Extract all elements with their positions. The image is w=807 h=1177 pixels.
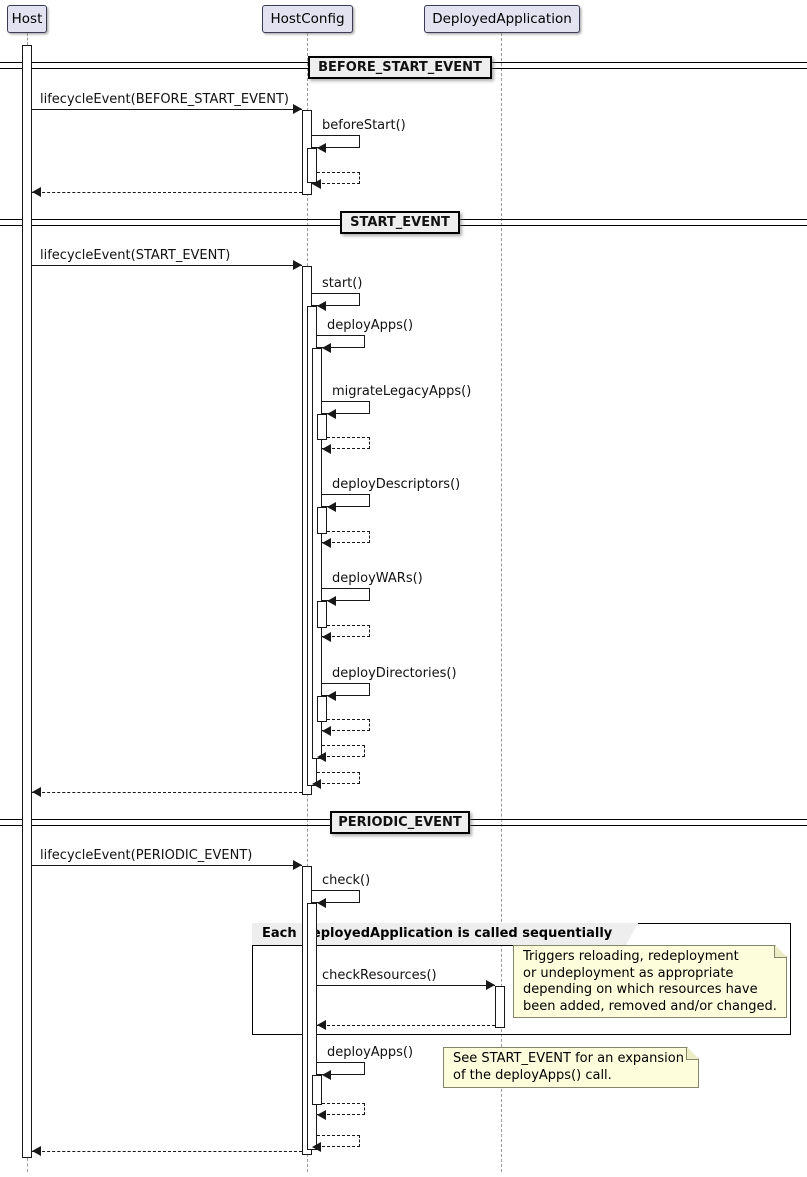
note-check-resources: Triggers reloading, redeployment or unde…	[513, 945, 787, 1018]
self-call-migrate-legacy-apps	[322, 401, 370, 414]
arrowhead	[322, 444, 331, 454]
message-label-check-resources: checkResources()	[322, 968, 437, 983]
arrowhead	[293, 860, 302, 870]
participant-hostconfig: HostConfig	[262, 5, 353, 33]
self-call-deploy-descriptors	[322, 494, 370, 507]
host-activation	[22, 45, 32, 1158]
arrowhead	[327, 691, 336, 701]
self-return-deploy-directories	[322, 719, 370, 731]
host-lifeline-bottom	[27, 1158, 28, 1172]
return-to-host	[32, 192, 302, 193]
arrowhead	[322, 726, 331, 736]
self-call-check	[312, 890, 360, 903]
arrowhead	[32, 787, 41, 797]
self-call-deploy-directories	[322, 683, 370, 696]
group-frame-title-label: Each DeployedApplication is called seque…	[262, 926, 613, 941]
arrowhead	[322, 538, 331, 548]
divider-periodic-event: PERIODIC_EVENT	[330, 811, 470, 834]
arrowhead	[317, 301, 326, 311]
self-call-start	[312, 293, 360, 306]
hostconfig-activation-nested	[307, 903, 317, 1150]
self-return-start	[312, 772, 360, 784]
return-to-host	[32, 1151, 302, 1152]
participant-hostconfig-label: HostConfig	[270, 11, 345, 27]
arrowhead	[486, 980, 495, 990]
deployedapplication-activation	[495, 986, 505, 1028]
arrowhead	[32, 187, 41, 197]
host-lifeline	[27, 33, 28, 45]
message-label-migrate-legacy-apps: migrateLegacyApps()	[332, 384, 472, 399]
self-return-migrate-legacy-apps	[322, 437, 370, 449]
arrowhead	[317, 752, 326, 762]
arrowhead	[32, 1146, 41, 1156]
divider-periodic-event-label: PERIODIC_EVENT	[338, 815, 462, 830]
message-label-deploy-wars: deployWARs()	[332, 571, 423, 586]
message-arrow-lifecycle-periodic	[32, 865, 302, 866]
message-label-lifecycle-start: lifecycleEvent(START_EVENT)	[40, 248, 231, 263]
deployedapplication-lifeline	[501, 33, 502, 1172]
participant-deployedapplication: DeployedApplication	[424, 5, 580, 33]
arrowhead	[312, 779, 321, 789]
arrowhead	[317, 1110, 326, 1120]
hostconfig-activation-nested	[317, 601, 327, 628]
arrowhead	[322, 343, 331, 353]
self-return-deploy-apps-periodic	[317, 1103, 365, 1115]
hostconfig-activation-nested	[312, 1075, 322, 1105]
message-label-deploy-descriptors: deployDescriptors()	[332, 477, 461, 492]
message-label-lifecycle-before-start: lifecycleEvent(BEFORE_START_EVENT)	[40, 92, 289, 107]
arrowhead	[327, 409, 336, 419]
arrowhead	[312, 1142, 321, 1152]
message-arrow-lifecycle-start	[32, 265, 302, 266]
self-return-before-start	[312, 172, 360, 184]
message-label-lifecycle-periodic: lifecycleEvent(PERIODIC_EVENT)	[40, 848, 253, 863]
participant-deployedapplication-label: DeployedApplication	[432, 11, 572, 27]
self-call-before-start	[312, 135, 360, 148]
message-label-deploy-directories: deployDirectories()	[332, 666, 457, 681]
message-label-deploy-apps-periodic: deployApps()	[327, 1045, 414, 1060]
self-return-deploy-descriptors	[322, 531, 370, 543]
arrowhead	[317, 143, 326, 153]
message-arrow-lifecycle-before-start	[32, 109, 302, 110]
arrowhead	[317, 1020, 326, 1030]
divider-before-start-event: BEFORE_START_EVENT	[308, 56, 492, 79]
self-call-deploy-apps	[317, 335, 365, 348]
message-arrow-check-resources	[317, 985, 495, 986]
return-check-resources	[317, 1025, 495, 1026]
arrowhead	[322, 1070, 331, 1080]
participant-host-label: Host	[11, 11, 43, 27]
message-label-check: check()	[322, 873, 371, 888]
hostconfig-activation-nested	[307, 148, 317, 183]
arrowhead	[317, 898, 326, 908]
self-call-deploy-apps-periodic	[317, 1062, 365, 1075]
message-label-before-start: beforeStart()	[322, 118, 406, 133]
divider-before-start-event-label: BEFORE_START_EVENT	[318, 60, 482, 75]
arrowhead	[322, 632, 331, 642]
arrowhead	[312, 179, 321, 189]
group-frame-title: Each DeployedApplication is called seque…	[252, 923, 638, 946]
note-deploy-apps: See START_EVENT for an expansion of the …	[443, 1047, 699, 1088]
participant-host: Host	[7, 5, 47, 33]
arrowhead	[327, 596, 336, 606]
self-return-deploy-apps	[317, 745, 365, 757]
message-label-deploy-apps: deployApps()	[327, 318, 414, 333]
hostconfig-activation-nested	[317, 414, 327, 440]
message-label-start: start()	[322, 276, 363, 291]
self-return-check	[312, 1135, 360, 1147]
self-call-deploy-wars	[322, 588, 370, 601]
hostconfig-activation-nested	[317, 696, 327, 722]
self-return-deploy-wars	[322, 625, 370, 637]
arrowhead	[293, 104, 302, 114]
divider-start-event-label: START_EVENT	[350, 215, 450, 230]
divider-start-event: START_EVENT	[340, 211, 460, 234]
arrowhead	[327, 502, 336, 512]
arrowhead	[293, 260, 302, 270]
hostconfig-activation-nested	[317, 507, 327, 534]
return-to-host	[32, 792, 302, 793]
